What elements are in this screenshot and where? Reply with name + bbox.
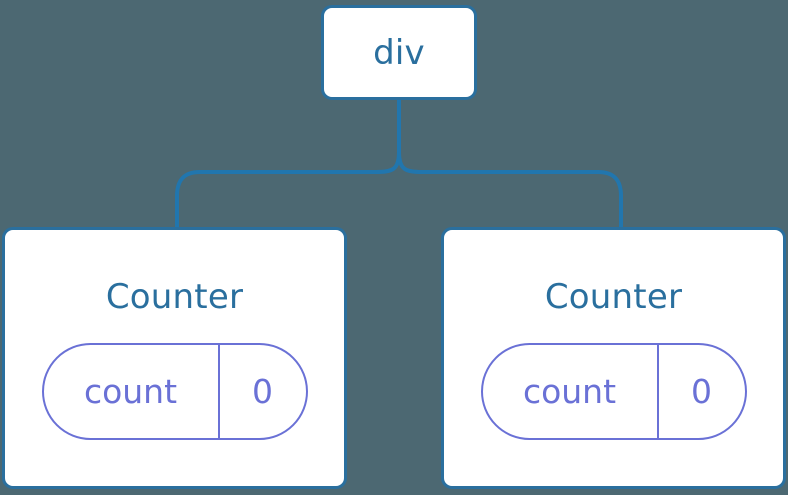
state-value-right: 0: [659, 345, 745, 438]
state-badge-right: count 0: [480, 343, 747, 440]
node-counter-right-title: Counter: [544, 277, 683, 317]
node-counter-left-title: Counter: [105, 277, 244, 317]
node-counter-left[interactable]: Counter count 0: [2, 227, 347, 489]
node-div-label: div: [373, 32, 425, 73]
node-div[interactable]: div: [321, 5, 477, 100]
state-value-right-label: 0: [691, 372, 712, 411]
state-key-left-label: count: [83, 372, 178, 411]
state-value-left: 0: [220, 345, 306, 438]
state-value-left-label: 0: [252, 372, 273, 411]
state-badge-left: count 0: [41, 343, 308, 440]
connector-branch-left: [175, 151, 401, 228]
node-counter-right[interactable]: Counter count 0: [441, 227, 786, 489]
state-key-right-label: count: [522, 372, 617, 411]
state-key-right: count: [483, 345, 659, 438]
state-key-left: count: [44, 345, 220, 438]
connector-branch-right: [397, 151, 623, 228]
